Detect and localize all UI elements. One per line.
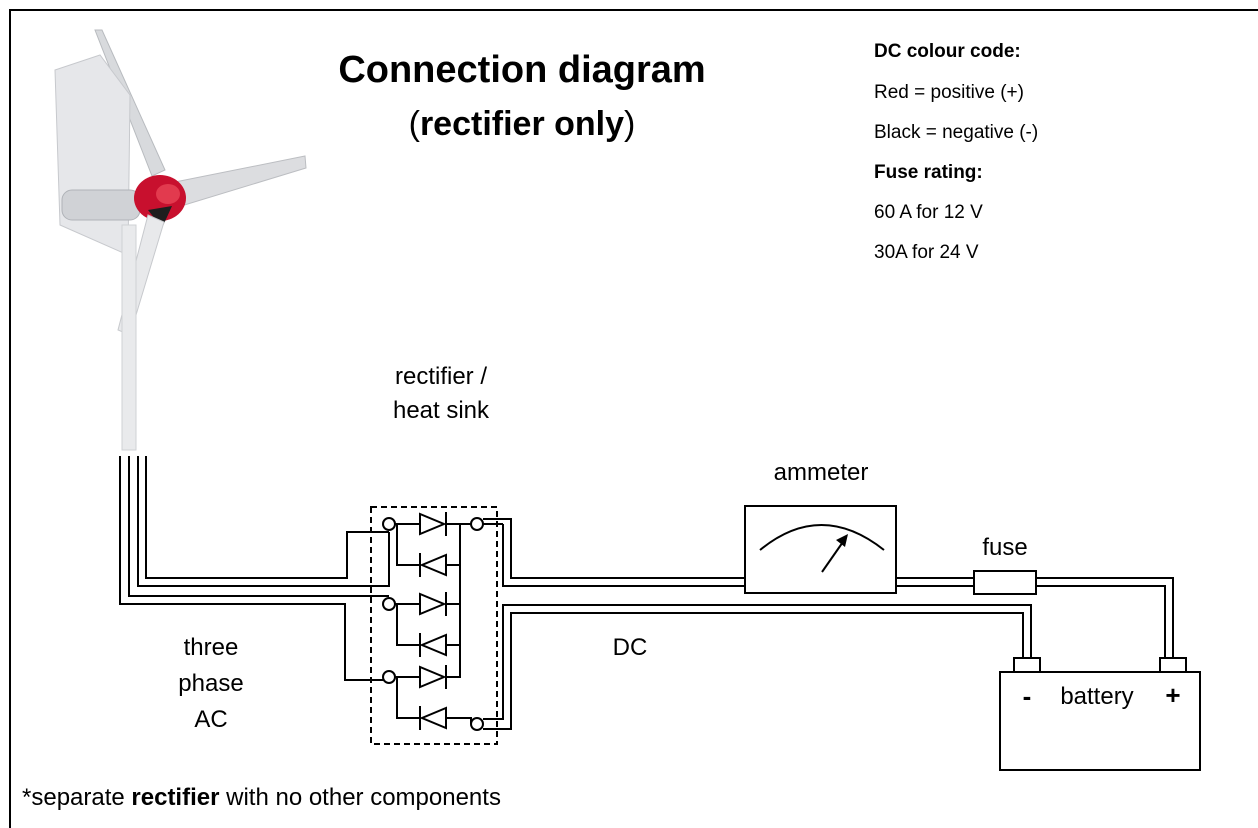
fuse-rating-12v: 60 A for 12 V — [874, 202, 983, 223]
diagram-title: Connection diagram — [338, 49, 705, 91]
ammeter-label: ammeter — [774, 459, 869, 486]
battery-plus: + — [1165, 680, 1180, 710]
subtitle-bold-text: rectifier only — [420, 105, 624, 143]
colour-black-line: Black = negative (-) — [874, 122, 1038, 143]
subtitle-close-paren: ) — [624, 105, 635, 143]
rectifier-label-line2: heat sink — [393, 397, 490, 424]
ac-label-line1: three — [184, 634, 239, 661]
dc-cables — [483, 518, 1174, 730]
ammeter: ammeter — [744, 459, 897, 594]
diagram-subtitle: (rectifier only) — [409, 105, 636, 143]
battery: - battery + — [999, 657, 1201, 771]
footnote-suffix: with no other components — [219, 784, 501, 811]
fuse-rating-heading: Fuse rating: — [874, 162, 983, 183]
ac-label-line2: phase — [178, 670, 243, 697]
battery-minus: - — [1023, 681, 1032, 711]
footnote: *separate rectifier with no other compon… — [22, 784, 501, 811]
footnote-bold: rectifier — [131, 784, 219, 811]
fuse-label: fuse — [982, 534, 1027, 561]
battery-label: battery — [1060, 683, 1133, 710]
wind-turbine-image — [46, 20, 307, 460]
colour-code-legend: DC colour code: Red = positive (+) Black… — [874, 41, 1038, 263]
rectifier-label-line1: rectifier / — [395, 363, 487, 390]
fuse-rating-24v: 30A for 24 V — [874, 242, 979, 263]
colour-red-line: Red = positive (+) — [874, 82, 1024, 103]
three-phase-ac-wires — [119, 456, 390, 681]
fuse: fuse — [973, 534, 1037, 595]
colour-code-heading: DC colour code: — [874, 41, 1021, 62]
dc-label: DC — [613, 634, 648, 661]
rectifier-bridge — [382, 512, 484, 731]
ac-label-line3: AC — [194, 706, 227, 733]
rectifier-box — [370, 506, 498, 745]
footnote-prefix: *separate — [22, 784, 131, 811]
diagram-border — [9, 9, 1258, 828]
subtitle-open-paren: ( — [409, 105, 421, 143]
